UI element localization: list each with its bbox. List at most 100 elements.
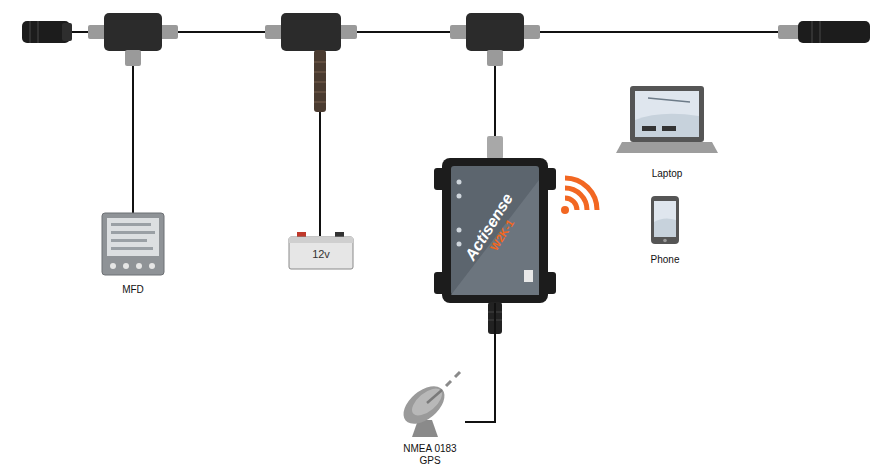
battery: 12v	[289, 240, 353, 269]
laptop-icon	[630, 86, 704, 142]
mfd-device	[111, 231, 155, 234]
wifi-symbol	[565, 188, 587, 210]
gateway-device	[457, 228, 462, 233]
laptop-icon	[642, 126, 656, 131]
text-group: Phone	[651, 254, 680, 266]
tee-connector	[125, 50, 141, 66]
power-tee	[314, 81, 326, 83]
phone-icon	[654, 201, 676, 237]
power-tee	[314, 61, 326, 63]
device-label: NMEA 0183 GPS	[401, 443, 459, 466]
power-tee	[314, 101, 326, 103]
phone-device: Phone	[634, 194, 696, 265]
gateway-device	[457, 194, 462, 199]
power-tee	[314, 91, 326, 93]
battery	[289, 237, 353, 269]
device-label: 12v	[312, 248, 330, 261]
gateway-device	[487, 136, 503, 159]
text-group: NMEA 0183 GPS	[401, 443, 459, 466]
gateway-device	[524, 270, 533, 282]
device-label: Phone	[651, 254, 680, 266]
power-tee	[339, 25, 357, 39]
terminator	[22, 21, 72, 43]
gateway-device	[442, 158, 548, 303]
gateway-device: ActisenseW2K-1	[442, 158, 548, 303]
tee-connector	[487, 50, 503, 66]
battery	[289, 237, 353, 243]
phone-icon	[654, 218, 676, 237]
wifi-symbol	[561, 178, 597, 214]
text-group: ActisenseW2K-1	[462, 190, 528, 271]
mfd-device	[111, 239, 147, 242]
laptop-device: Laptop	[612, 84, 722, 179]
drop-cable	[133, 66, 495, 236]
terminator	[819, 21, 821, 43]
gateway-device	[457, 242, 462, 247]
gps-antenna	[446, 381, 451, 386]
power-tee	[314, 50, 326, 112]
gateway-device	[457, 180, 462, 185]
device-label: Laptop	[652, 168, 683, 180]
laptop-icon	[616, 142, 718, 153]
wifi-symbol	[565, 198, 577, 210]
drop-cable	[494, 66, 496, 138]
text-group: MFD	[122, 284, 144, 296]
tee-connector	[450, 25, 468, 39]
mfd-device	[111, 247, 153, 250]
mfd-device	[107, 218, 159, 256]
laptop-icon	[616, 86, 718, 153]
gps-antenna	[397, 379, 452, 431]
gps-antenna	[397, 372, 460, 437]
power-tee	[265, 25, 283, 39]
mfd-device	[136, 263, 142, 269]
terminator	[29, 21, 31, 43]
phone-icon	[651, 196, 679, 244]
terminator	[778, 21, 870, 43]
gps-antenna	[427, 390, 442, 403]
terminator	[798, 21, 870, 43]
mfd-device	[149, 263, 155, 269]
tee-connector	[522, 25, 540, 39]
terminator	[37, 21, 39, 43]
text-group: Laptop	[652, 168, 683, 180]
power-tee	[314, 71, 326, 73]
drop-cable	[319, 112, 321, 236]
wifi-symbol	[565, 178, 597, 210]
gps-antenna	[407, 384, 446, 421]
terminator	[811, 21, 813, 43]
gateway-device	[451, 166, 539, 295]
battery	[289, 232, 353, 269]
mfd-device: MFD	[98, 211, 168, 295]
device-label: MFD	[122, 284, 144, 296]
tee-connector	[88, 13, 178, 66]
terminator	[778, 25, 800, 39]
phone-icon	[663, 239, 667, 243]
mfd-device	[102, 213, 164, 275]
mfd-device	[110, 263, 116, 269]
cable	[465, 303, 495, 422]
power-tee	[281, 13, 341, 51]
tee-connector	[466, 13, 524, 51]
gps-antenna	[455, 372, 460, 377]
tee-connector	[160, 25, 178, 39]
terminator	[62, 23, 72, 41]
mfd-device	[111, 223, 151, 226]
drop-cable	[132, 66, 134, 213]
mfd-device	[102, 213, 164, 275]
gateway-device	[451, 180, 539, 295]
tee-connector	[104, 13, 162, 51]
phone-icon	[651, 196, 679, 244]
laptop-icon	[662, 126, 676, 131]
wifi-symbol	[561, 206, 569, 214]
tee-connector	[450, 13, 540, 66]
gps-antenna: NMEA 0183 GPS	[395, 378, 465, 466]
laptop-icon	[635, 114, 699, 137]
tee-connector	[88, 25, 106, 39]
power-tee	[265, 13, 357, 112]
laptop-icon	[635, 91, 699, 137]
mfd-device	[123, 263, 129, 269]
text-group: 12v	[312, 248, 330, 261]
